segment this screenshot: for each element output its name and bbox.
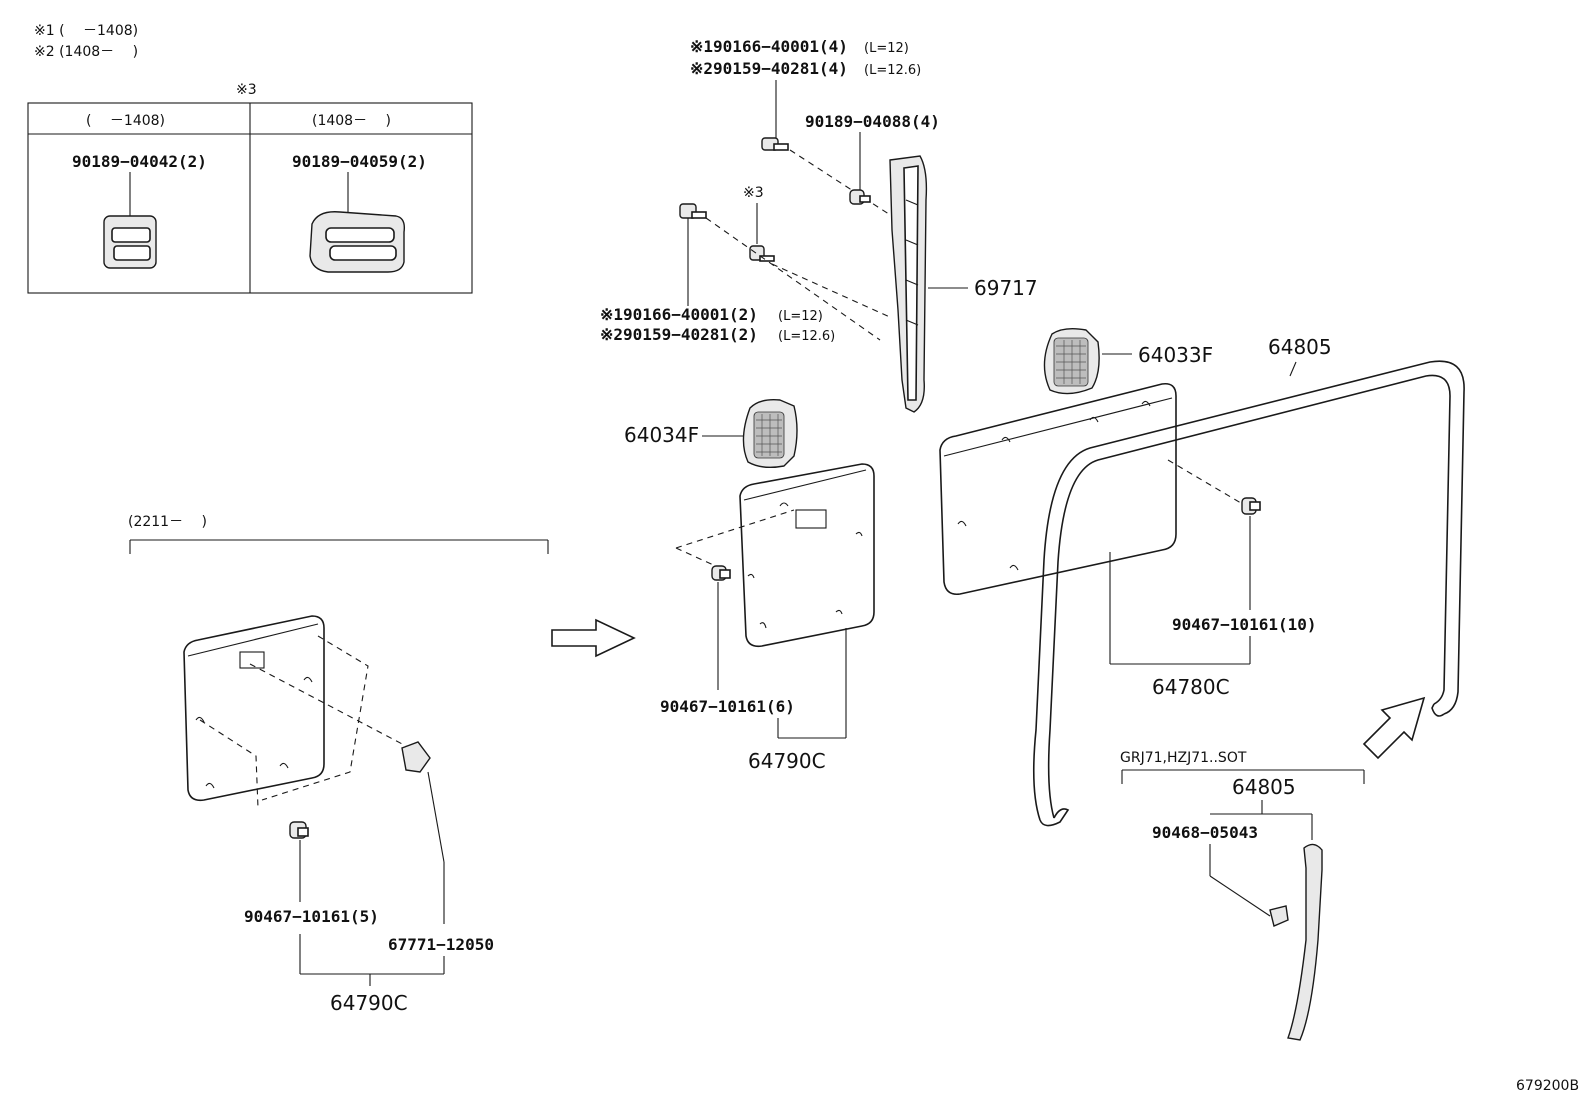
label-screw-mid-1-len: (L=12) (778, 309, 823, 324)
fastener-icon (401, 741, 431, 773)
label-right-clip: 90467−10161(10) (1172, 615, 1317, 634)
label-center-panel: 64790C (748, 749, 826, 773)
label-screw-top-1: ※190166−40001(4) (690, 37, 848, 56)
label-left-panel: 64790C (330, 991, 408, 1015)
label-screw-top-1-len: (L=12) (864, 41, 909, 56)
arrow-right-icon (551, 618, 636, 658)
note-1: ※1 ( －1408) (34, 23, 138, 39)
note-2: ※2 (1408－ ) (34, 44, 138, 60)
door-panel-left (183, 615, 325, 802)
speaker-cover-right (1043, 327, 1100, 395)
diagram-id: 679200B (1516, 1078, 1579, 1094)
label-cover-left: 64034F (624, 423, 699, 447)
table-col2-part: 90189−04059(2) (292, 152, 427, 171)
clip-large-icon (309, 211, 406, 273)
table-note-3: ※3 (236, 82, 257, 98)
clip-icon (1269, 905, 1289, 927)
screw-icon (749, 245, 775, 262)
table-col1-part: 90189−04042(2) (72, 152, 207, 171)
weatherstrip (1032, 360, 1465, 827)
table-col2-header: (1408－ ) (312, 113, 391, 129)
label-variant: GRJ71,HZJ71..SOT (1120, 750, 1247, 766)
clip-icon (289, 821, 309, 839)
door-panel-right (939, 382, 1177, 596)
label-screw-top-2: ※290159−40281(4) (690, 59, 848, 78)
label-cover-right: 64033F (1138, 343, 1213, 367)
screw-icon (679, 203, 707, 219)
label-pillar: 69717 (974, 276, 1038, 300)
label-range-left: (2211－ ) (128, 514, 207, 530)
arrow-up-right-icon (1362, 696, 1426, 760)
label-right-panel: 64780C (1152, 675, 1230, 699)
clip-icon (849, 189, 871, 205)
label-note-3: ※3 (743, 185, 764, 201)
clip-small-icon (103, 215, 157, 269)
clip-icon (1241, 497, 1261, 515)
table-col1-header: ( －1408) (86, 113, 165, 129)
label-left-fastener: 67771−12050 (388, 935, 494, 954)
weatherstrip-segment (1287, 843, 1323, 1041)
label-screw-mid-2-len: (L=12.6) (778, 329, 835, 344)
screw-icon (761, 137, 789, 151)
variant-table: ( －1408) (1408－ ) 90189−04042(2) 90189−0… (27, 102, 473, 294)
label-screw-top-2-len: (L=12.6) (864, 63, 921, 78)
label-clip-top: 90189−04088(4) (805, 112, 940, 131)
clip-icon (711, 565, 731, 581)
label-weatherstrip: 64805 (1268, 335, 1332, 359)
label-screw-mid-1: ※190166−40001(2) (600, 305, 758, 324)
label-left-clip: 90467−10161(5) (244, 907, 379, 926)
label-variant-clip: 90468−05043 (1152, 823, 1258, 842)
label-center-clip: 90467−10161(6) (660, 697, 795, 716)
speaker-cover-left (742, 398, 798, 469)
label-variant-part: 64805 (1232, 775, 1296, 799)
door-panel-center (739, 463, 875, 648)
label-screw-mid-2: ※290159−40281(2) (600, 325, 758, 344)
pillar-trim (889, 155, 928, 413)
